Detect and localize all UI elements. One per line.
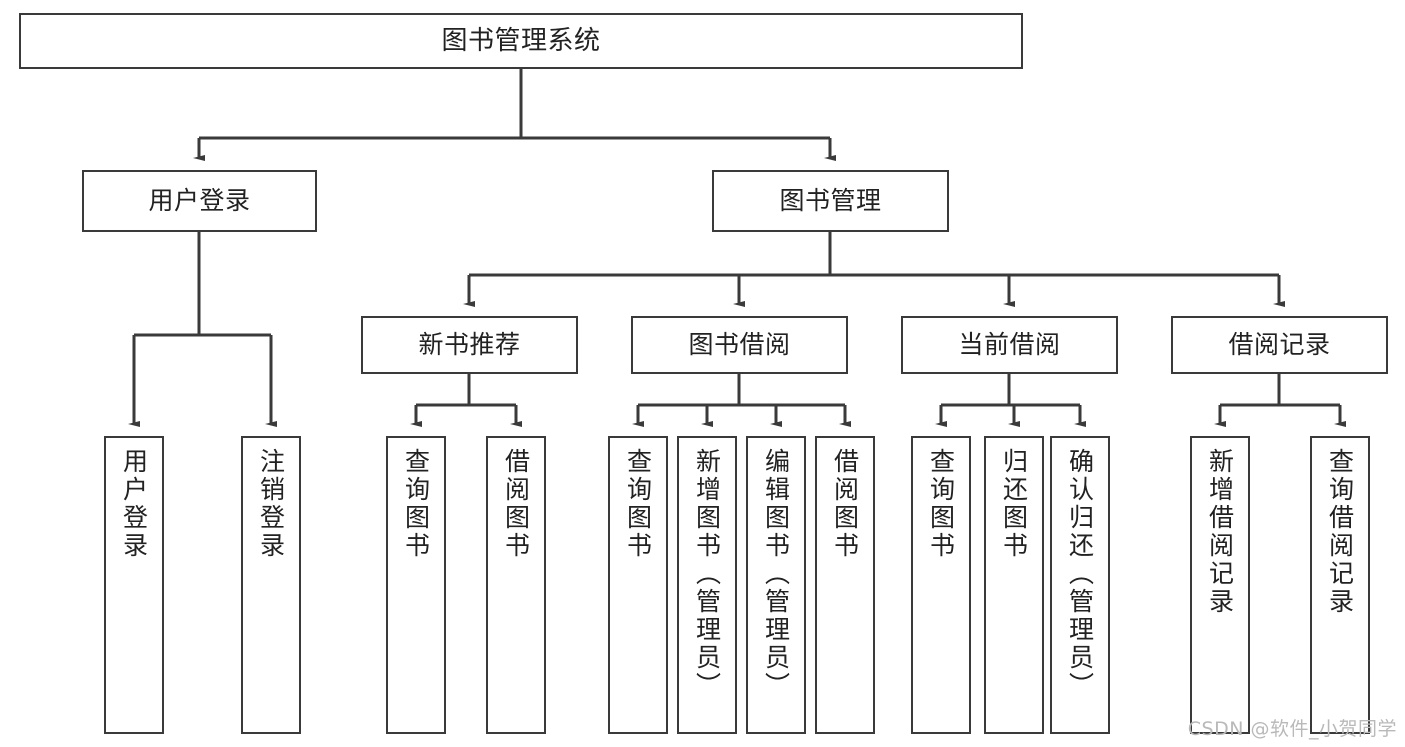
node-root-system-label: 图书管理系统: [441, 25, 601, 56]
node-new-book-recommend[interactable]: 新书推荐: [361, 316, 578, 374]
node-leaf-query-record[interactable]: 查询借阅记录: [1310, 436, 1370, 734]
node-leaf-user-logout-label: 注销登录: [256, 448, 286, 560]
node-book-borrow-label: 图书借阅: [688, 330, 791, 360]
node-leaf-query-book-3[interactable]: 查询图书: [911, 436, 971, 734]
node-leaf-query-book-2-label: 查询图书: [623, 448, 653, 560]
node-leaf-user-login[interactable]: 用户登录: [104, 436, 164, 734]
node-leaf-borrow-book-2[interactable]: 借阅图书: [815, 436, 875, 734]
node-leaf-edit-book-label: 编辑图书（管理员）: [761, 448, 791, 700]
node-current-borrow[interactable]: 当前借阅: [901, 316, 1118, 374]
node-leaf-add-record-label: 新增借阅记录: [1205, 448, 1235, 616]
node-leaf-query-book-3-label: 查询图书: [926, 448, 956, 560]
node-leaf-user-login-label: 用户登录: [119, 448, 149, 560]
node-leaf-return-book[interactable]: 归还图书: [984, 436, 1044, 734]
node-leaf-add-book[interactable]: 新增图书（管理员）: [677, 436, 737, 734]
node-book-borrow[interactable]: 图书借阅: [631, 316, 848, 374]
node-leaf-query-book-1[interactable]: 查询图书: [386, 436, 446, 734]
node-leaf-add-book-label: 新增图书（管理员）: [692, 448, 722, 700]
node-leaf-return-book-label: 归还图书: [999, 448, 1029, 560]
node-leaf-borrow-book-1[interactable]: 借阅图书: [486, 436, 546, 734]
node-new-book-recommend-label: 新书推荐: [418, 330, 521, 360]
node-borrow-record[interactable]: 借阅记录: [1171, 316, 1388, 374]
node-leaf-add-record[interactable]: 新增借阅记录: [1190, 436, 1250, 734]
node-leaf-borrow-book-1-label: 借阅图书: [501, 448, 531, 560]
node-leaf-query-book-1-label: 查询图书: [401, 448, 431, 560]
node-book-manage[interactable]: 图书管理: [712, 170, 949, 232]
node-borrow-record-label: 借阅记录: [1228, 330, 1331, 360]
node-user-login[interactable]: 用户登录: [82, 170, 317, 232]
node-user-login-label: 用户登录: [148, 186, 251, 216]
node-leaf-confirm-return-label: 确认归还（管理员）: [1065, 448, 1095, 700]
csdn-watermark: CSDN @软件_小贺同学: [1187, 718, 1397, 740]
node-leaf-query-book-2[interactable]: 查询图书: [608, 436, 668, 734]
node-root-system[interactable]: 图书管理系统: [19, 13, 1023, 69]
node-current-borrow-label: 当前借阅: [958, 330, 1061, 360]
node-book-manage-label: 图书管理: [779, 186, 882, 216]
node-leaf-query-record-label: 查询借阅记录: [1325, 448, 1355, 616]
node-leaf-user-logout[interactable]: 注销登录: [241, 436, 301, 734]
node-leaf-confirm-return[interactable]: 确认归还（管理员）: [1050, 436, 1110, 734]
node-leaf-edit-book[interactable]: 编辑图书（管理员）: [746, 436, 806, 734]
node-leaf-borrow-book-2-label: 借阅图书: [830, 448, 860, 560]
